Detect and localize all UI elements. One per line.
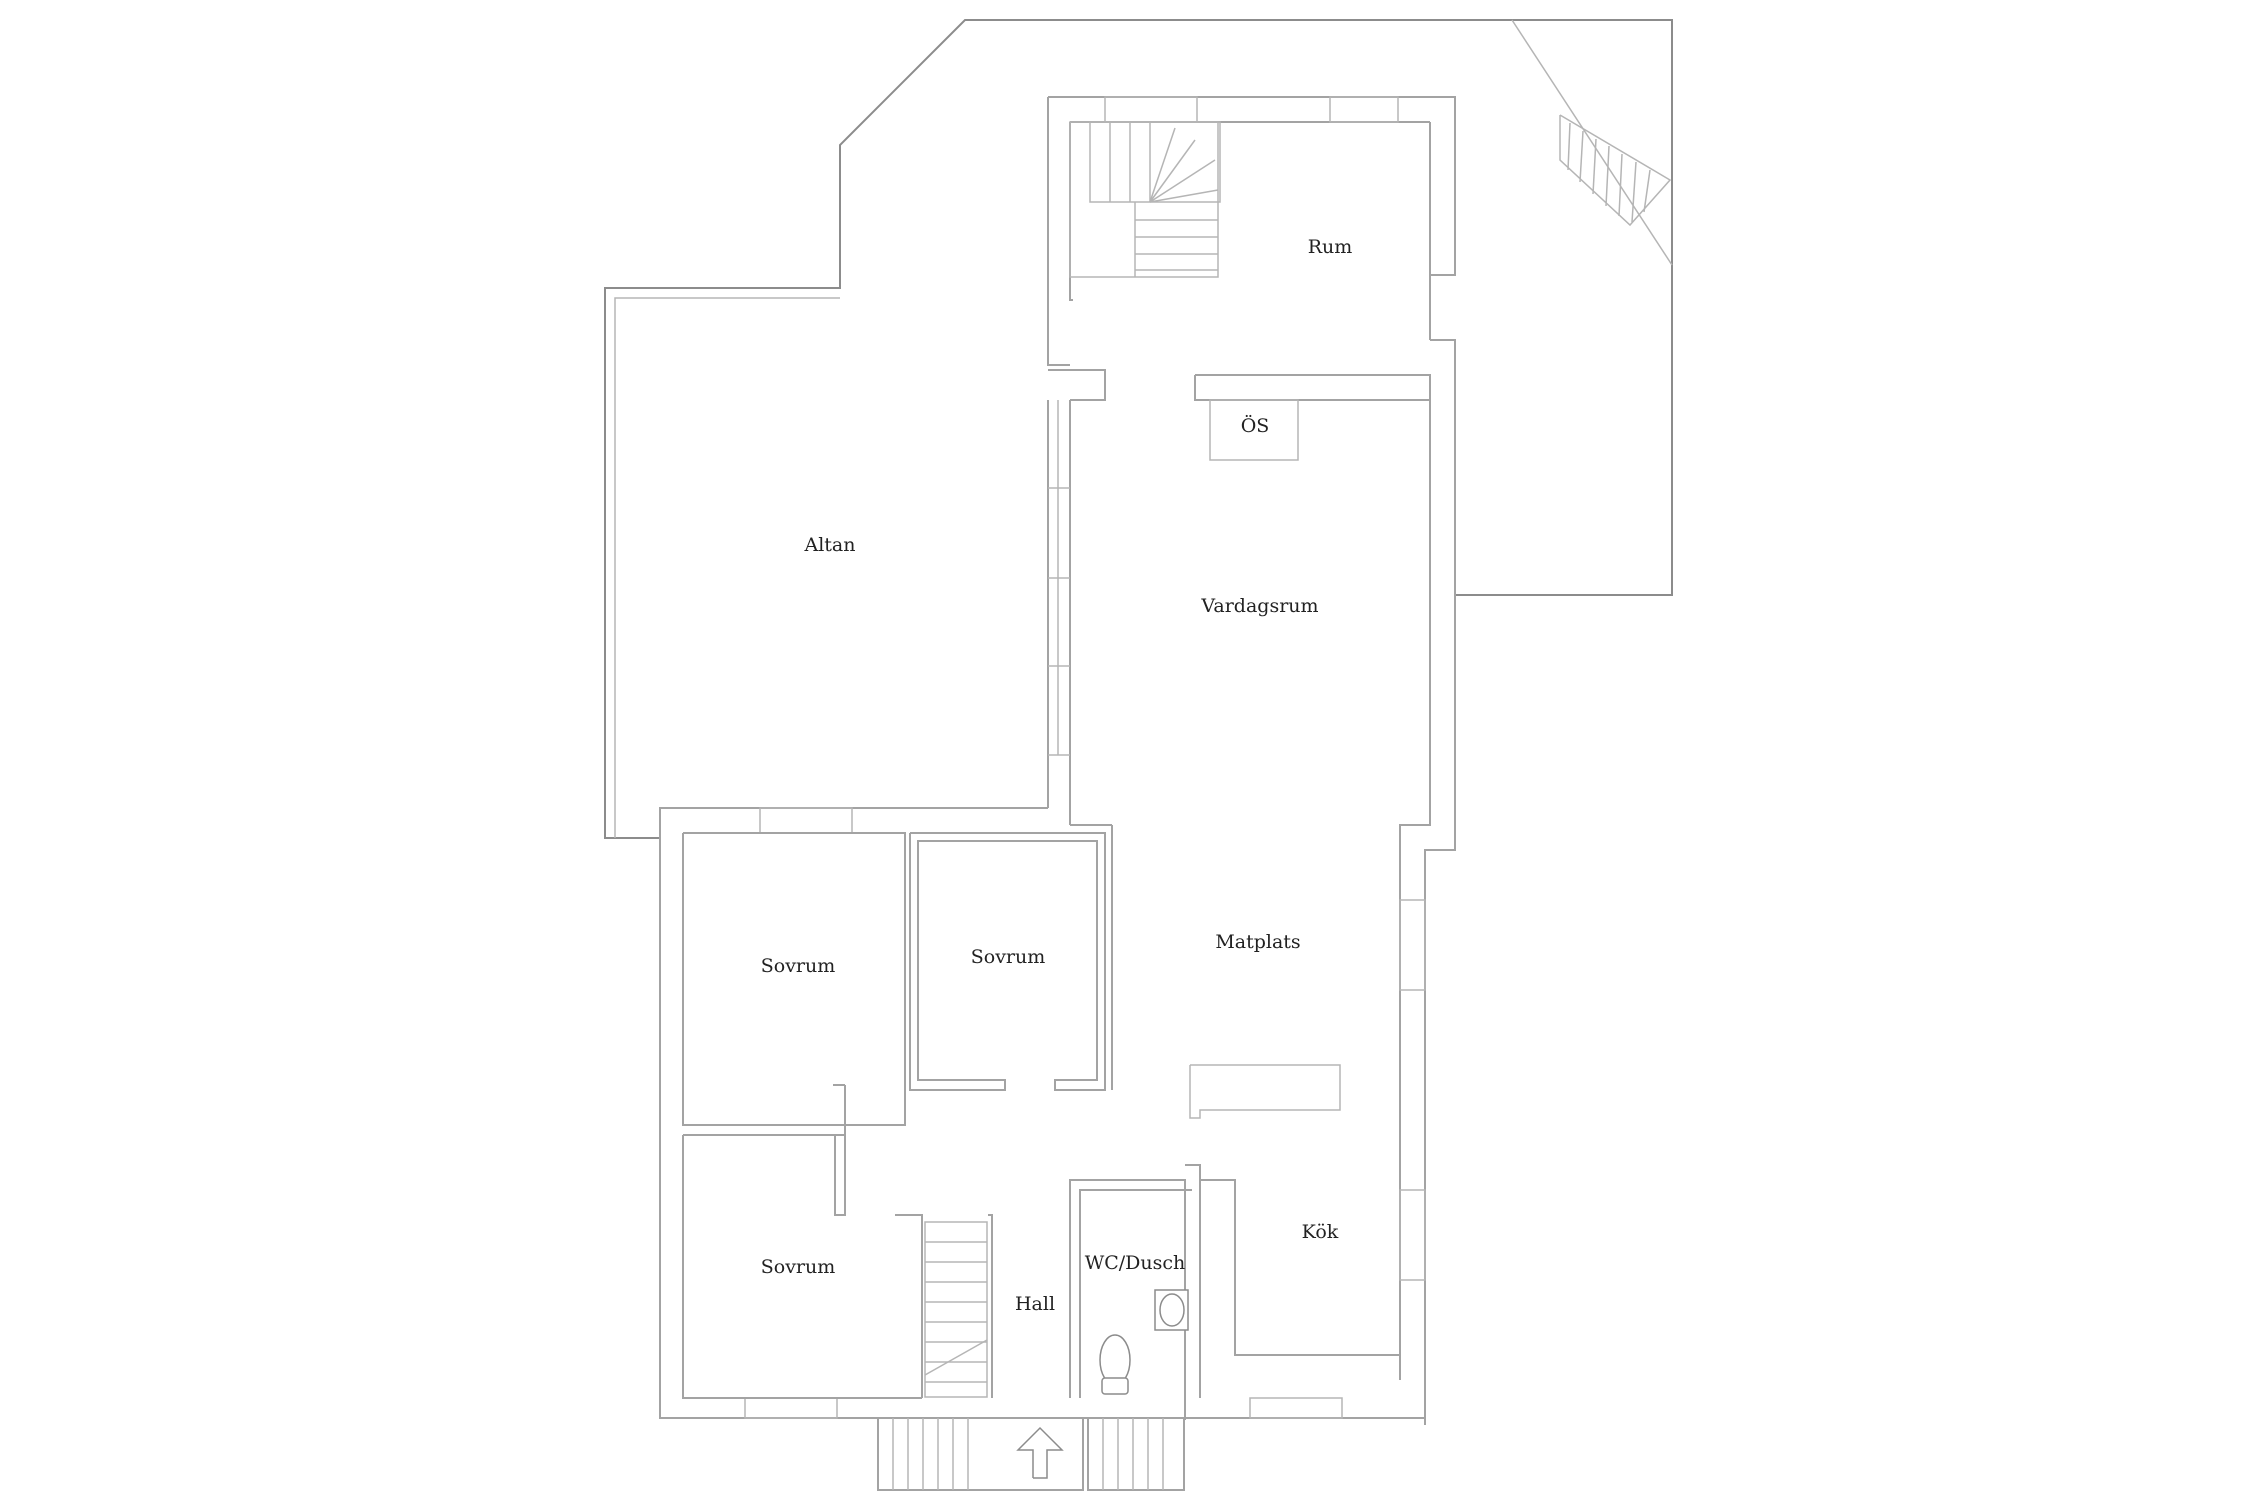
entrance-arrow-icon: [1016, 1426, 1064, 1479]
bedroom-walls: [682, 824, 1113, 1399]
sink-icon: [1154, 1289, 1189, 1331]
room-label-matplats: Matplats: [1215, 931, 1300, 953]
toilet-icon: [1099, 1334, 1131, 1395]
kitchen-counter: [1189, 1064, 1341, 1119]
hall-stair: [895, 1214, 993, 1398]
room-label-sovrum-2: Sovrum: [971, 946, 1046, 968]
bathroom-walls: [1069, 1164, 1400, 1420]
room-label-hall: Hall: [1015, 1293, 1055, 1315]
room-label-sovrum-1: Sovrum: [761, 955, 836, 977]
entrance-steps: [877, 1417, 1185, 1491]
room-label-sovrum-3: Sovrum: [761, 1256, 836, 1278]
room-label-altan: Altan: [804, 534, 856, 556]
terrace-stair: [1559, 114, 1672, 227]
room-label-vardagsrum: Vardagsrum: [1200, 595, 1318, 617]
os-storage: [1209, 399, 1299, 461]
room-label-kok: Kök: [1302, 1221, 1339, 1243]
room-label-rum: Rum: [1308, 236, 1353, 258]
room-label-os: ÖS: [1241, 414, 1270, 437]
room-label-wc-dusch: WC/Dusch: [1085, 1252, 1186, 1274]
terrace-outline: [604, 19, 1673, 839]
spiral-stair: [1069, 121, 1221, 278]
